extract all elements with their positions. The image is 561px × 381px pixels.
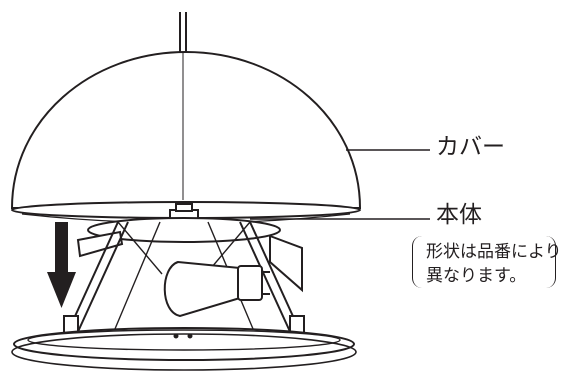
light-bulb	[163, 260, 270, 318]
hanging-pipe	[179, 12, 187, 52]
bottom-ring	[11, 327, 357, 371]
note-line-2: 異なります。	[426, 266, 527, 286]
body-label: 本体	[436, 202, 482, 228]
cover-dome	[10, 50, 362, 224]
note-close-paren	[545, 236, 556, 288]
note-open-paren	[412, 236, 423, 288]
down-arrow-icon	[47, 222, 76, 308]
note-line-1: 形状は品番により	[426, 242, 561, 262]
shape-note: 形状は品番により 異なります。	[418, 240, 561, 288]
leader-lines	[250, 149, 430, 220]
cover-label: カバー	[436, 134, 505, 160]
